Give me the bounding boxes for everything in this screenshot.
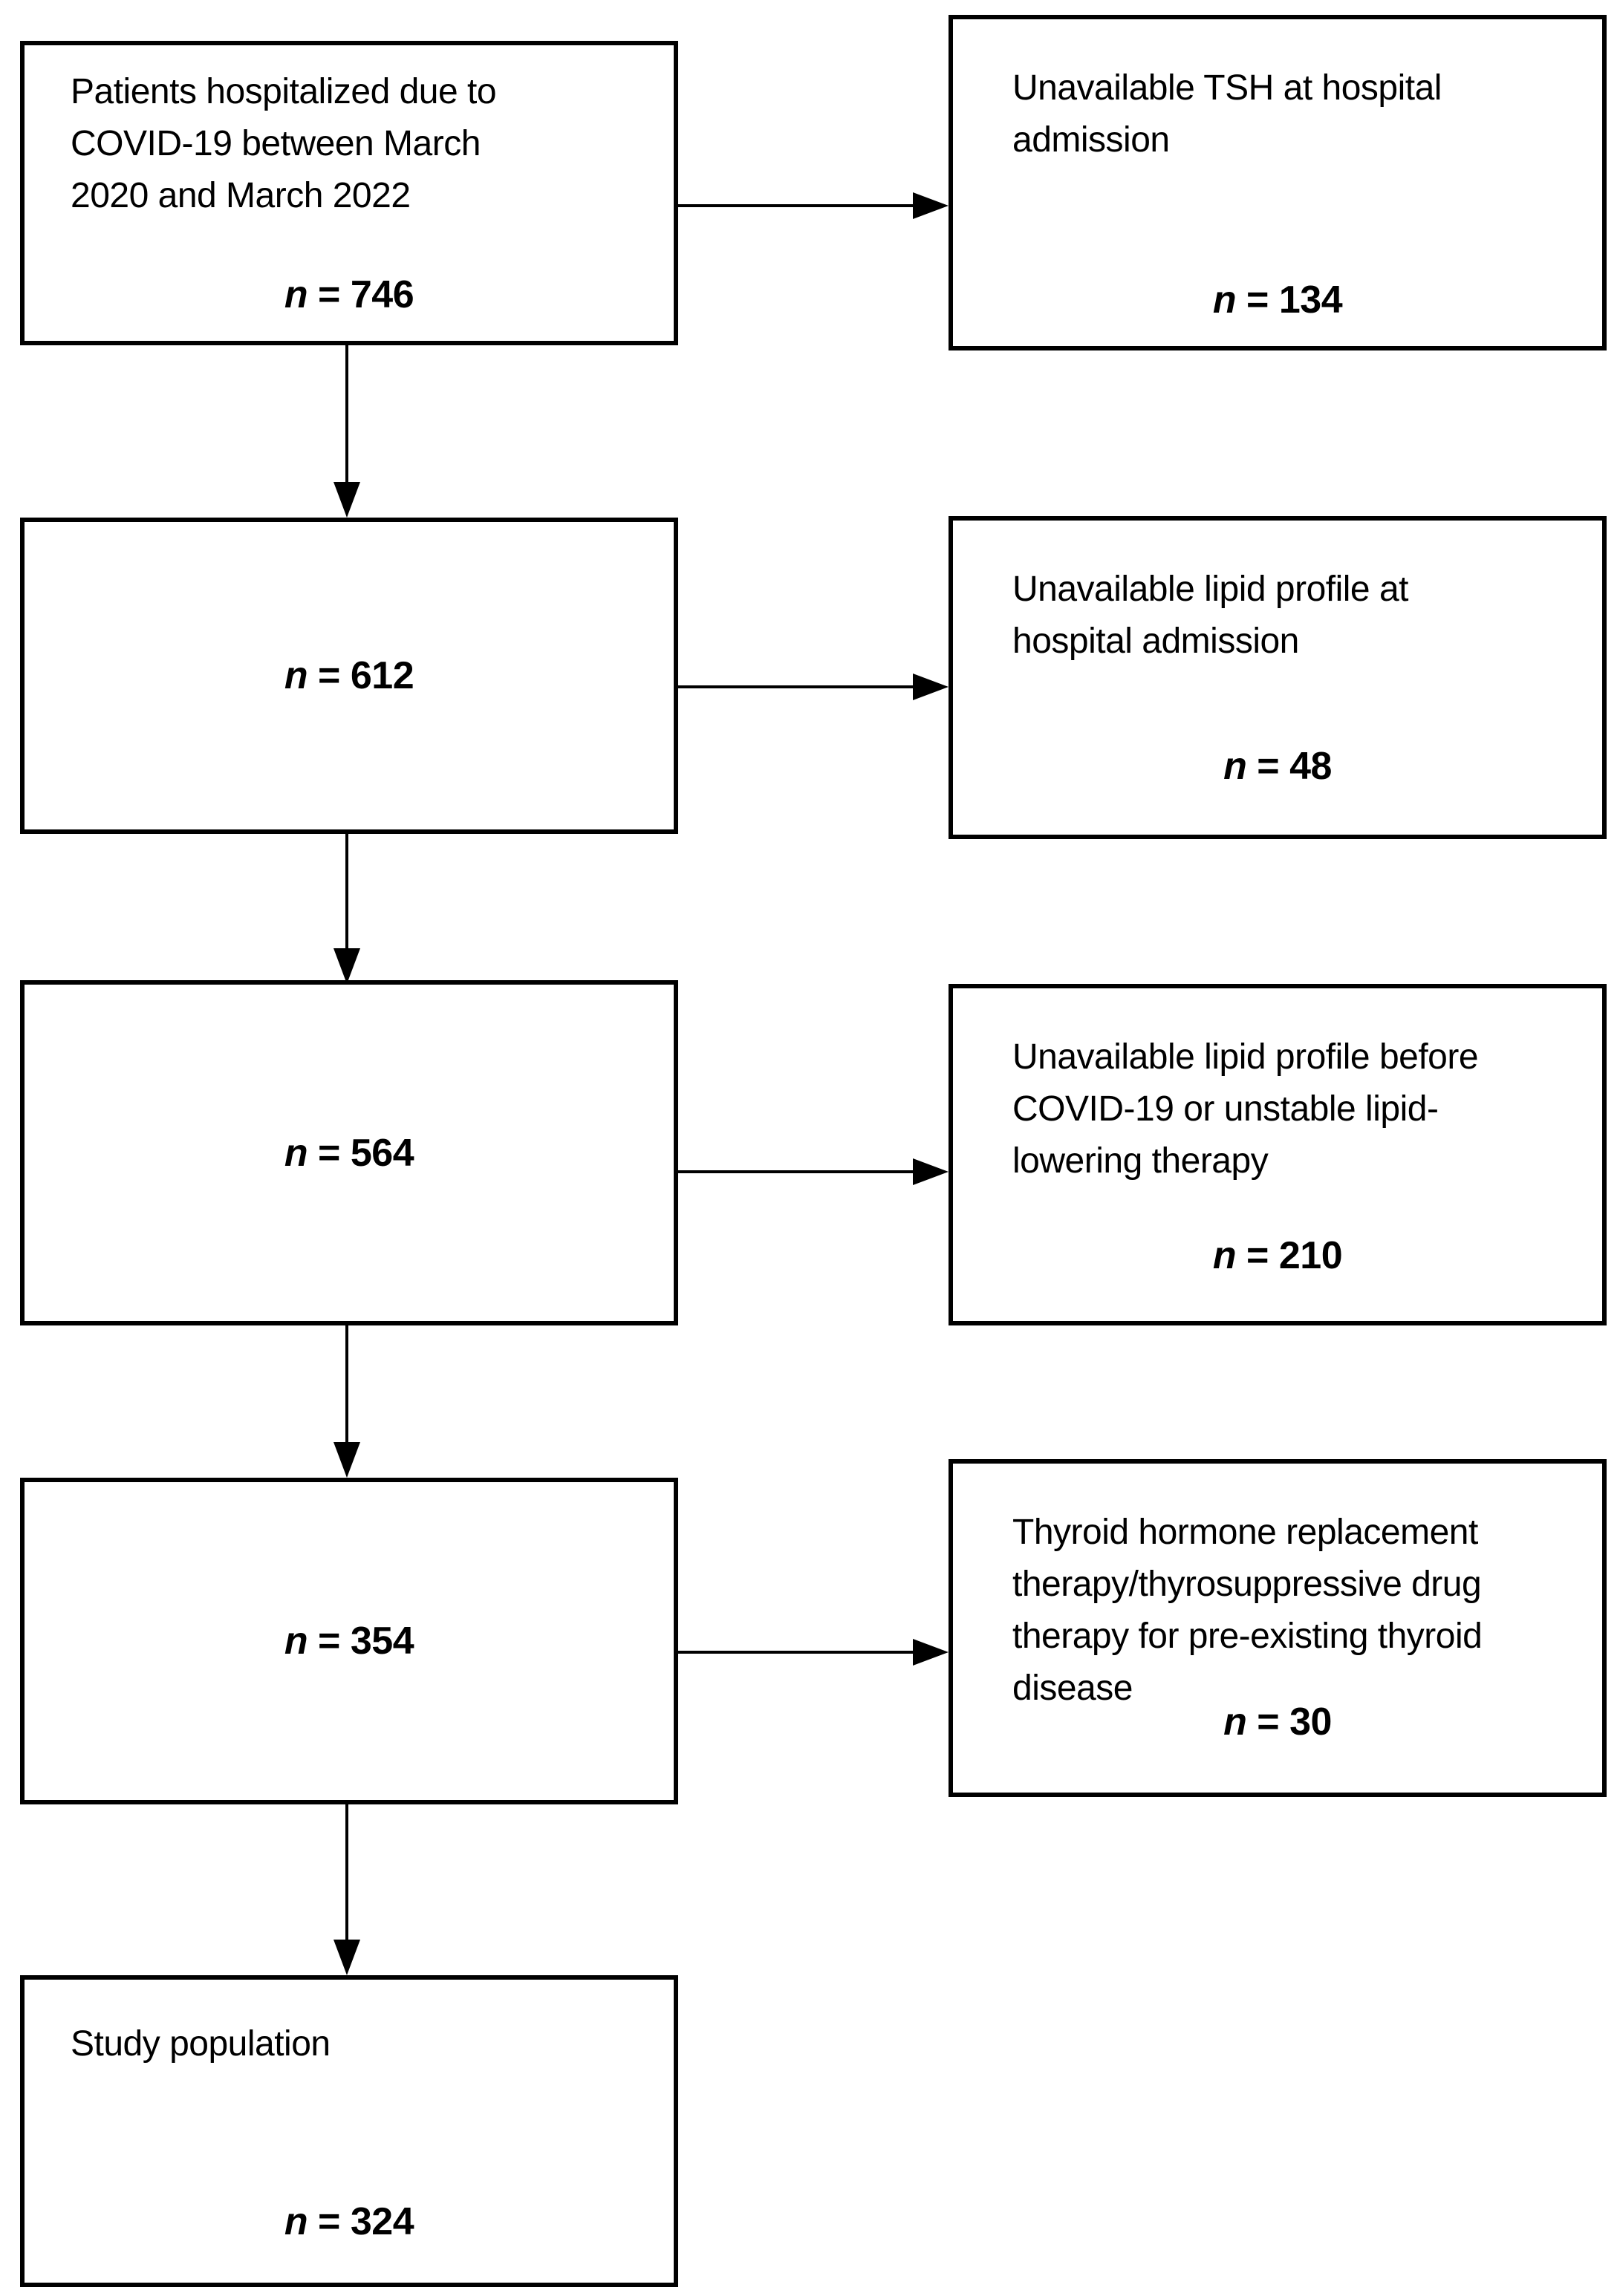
n-symbol: n (284, 2200, 308, 2243)
n-value: = 746 (308, 273, 414, 316)
n-symbol: n (1223, 745, 1247, 788)
arrow-right-icon (913, 192, 949, 219)
arrow-shaft (345, 345, 348, 486)
n-value: = 30 (1246, 1700, 1332, 1744)
arrow-right-icon (913, 1158, 949, 1185)
arrow-shaft (678, 685, 917, 688)
box-excl-lipid-admission-count: n = 48 (953, 744, 1602, 789)
box-excl-lipid-before-covid-count: n = 210 (953, 1233, 1602, 1278)
arrow-down-icon (334, 1940, 360, 1975)
arrow-down-icon (334, 948, 360, 984)
box-excl-lipid-admission-text: Unavailable lipid profile at hospital ad… (1012, 570, 1408, 661)
n-symbol: n (284, 1620, 308, 1663)
box-excl-unavailable-tsh-text: Unavailable TSH at hospital admission (1012, 68, 1442, 160)
box-after-tsh-exclusion: n = 612 (20, 518, 678, 834)
box-excl-lipid-before-covid: Unavailable lipid profile before COVID-1… (949, 984, 1607, 1325)
box-excl-thyroid-therapy-count: n = 30 (953, 1700, 1602, 1744)
n-symbol: n (284, 654, 308, 697)
n-value: = 564 (308, 1131, 414, 1175)
n-symbol: n (284, 1131, 308, 1175)
box-excl-unavailable-tsh-count: n = 134 (953, 278, 1602, 322)
n-value: = 354 (308, 1620, 414, 1663)
n-value: = 324 (308, 2200, 414, 2243)
arrow-right-icon (913, 674, 949, 700)
n-value: = 134 (1236, 278, 1343, 322)
box-enrollment-count: n = 746 (25, 273, 674, 317)
arrow-shaft (678, 204, 917, 207)
box-enrollment-text: Patients hospitalized due to COVID-19 be… (71, 72, 497, 215)
n-value: = 612 (308, 654, 414, 697)
box-excl-lipid-admission: Unavailable lipid profile at hospital ad… (949, 516, 1607, 839)
box-after-tsh-count: n = 612 (25, 653, 674, 698)
arrow-down-icon (334, 482, 360, 518)
box-excl-thyroid-therapy: Thyroid hormone replacement therapy/thyr… (949, 1459, 1607, 1797)
box-excl-thyroid-therapy-text: Thyroid hormone replacement therapy/thyr… (1012, 1513, 1483, 1708)
box-excl-unavailable-tsh: Unavailable TSH at hospital admission n … (949, 15, 1607, 350)
n-value: = 210 (1236, 1234, 1343, 1277)
n-symbol: n (1223, 1700, 1247, 1744)
arrow-shaft (345, 1804, 348, 1944)
box-study-population-count: n = 324 (25, 2199, 674, 2244)
box-after-lipid-exclusion: n = 564 (20, 980, 678, 1325)
arrow-right-icon (913, 1639, 949, 1666)
n-value: = 48 (1246, 745, 1332, 788)
box-after-lipid-count: n = 564 (25, 1131, 674, 1175)
box-study-population: Study population n = 324 (20, 1975, 678, 2287)
box-after-prior-lipid-exclusion: n = 354 (20, 1478, 678, 1804)
n-symbol: n (1212, 278, 1237, 322)
n-symbol: n (284, 273, 308, 316)
n-symbol: n (1212, 1234, 1237, 1277)
box-study-population-text: Study population (71, 2024, 331, 2064)
arrow-shaft (345, 1325, 348, 1447)
box-excl-lipid-before-covid-text: Unavailable lipid profile before COVID-1… (1012, 1037, 1479, 1181)
arrow-shaft (678, 1170, 917, 1173)
arrow-shaft (678, 1651, 917, 1654)
box-enrollment: Patients hospitalized due to COVID-19 be… (20, 41, 678, 345)
arrow-down-icon (334, 1442, 360, 1478)
arrow-shaft (345, 834, 348, 953)
box-after-prior-lipid-count: n = 354 (25, 1619, 674, 1663)
